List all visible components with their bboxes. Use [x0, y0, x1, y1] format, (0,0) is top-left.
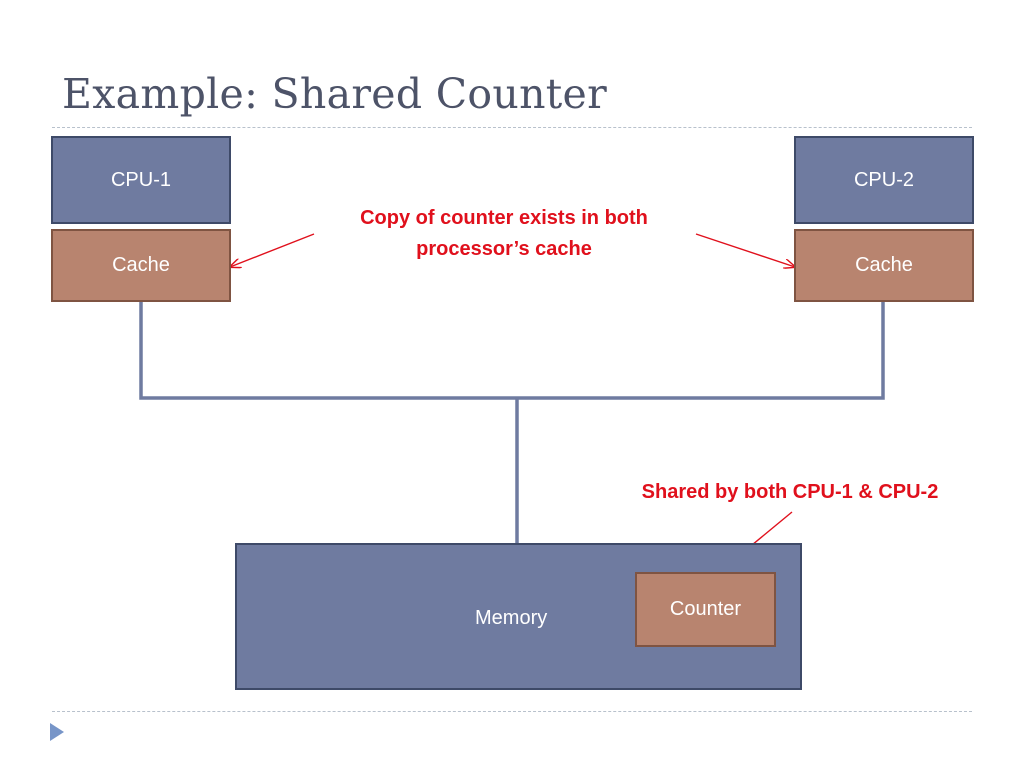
- cpu2-bus-wire: [517, 302, 885, 400]
- cpu1-bus-wire: [139, 302, 517, 400]
- cache-copy-annotation: Copy of counter exists in both processor…: [360, 207, 648, 260]
- cpu-2-box: CPU-2: [794, 136, 974, 224]
- counter-box: Counter: [635, 572, 776, 647]
- cpu-1-label: CPU-1: [110, 168, 171, 191]
- title-divider: [52, 127, 972, 128]
- shared-annotation: Shared by both CPU-1 & CPU-2: [641, 481, 939, 503]
- cpu-1-cache-box: Cache: [51, 229, 231, 302]
- arrow-to-cache-2: [695, 233, 795, 267]
- arrow-to-cache-1: [230, 233, 315, 267]
- cpu-2-cache-box: Cache: [794, 229, 974, 302]
- memory-label: Memory: [475, 607, 548, 629]
- slide-title: Example: Shared Counter: [62, 70, 608, 118]
- footer-divider: [52, 711, 972, 712]
- cpu-2-cache-label: Cache: [855, 254, 913, 276]
- cpu-1-cache-label: Cache: [112, 254, 170, 276]
- cpu-2-label: CPU-2: [853, 168, 914, 191]
- cpu-1-box: CPU-1: [51, 136, 231, 224]
- triangle-right-icon: [50, 723, 64, 741]
- counter-label: Counter: [669, 598, 742, 620]
